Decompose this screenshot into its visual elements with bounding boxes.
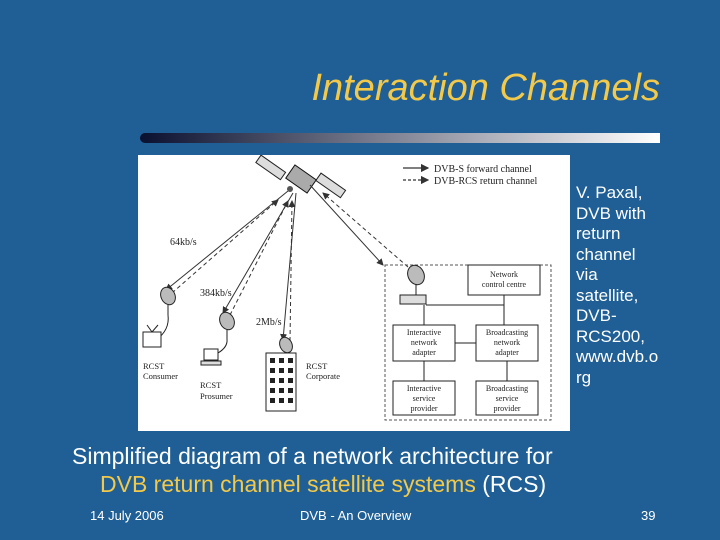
rate-label-2m: 2Mb/s: [256, 317, 282, 328]
svg-text:Broadcasting: Broadcasting: [486, 328, 528, 337]
svg-text:provider: provider: [493, 404, 520, 413]
svg-text:Broadcasting: Broadcasting: [486, 384, 528, 393]
box-interactive-network-adapter: [392, 324, 456, 362]
svg-text:Interactive: Interactive: [407, 384, 442, 393]
body-line-2-suffix: (RCS): [475, 471, 547, 497]
hub-dish-icon: [399, 264, 427, 305]
body-line-1: Simplified diagram of a network architec…: [72, 443, 553, 469]
svg-text:adapter: adapter: [412, 348, 436, 357]
tv-icon: [142, 324, 162, 348]
footer-title: DVB - An Overview: [300, 508, 412, 523]
rate-label-64: 64kb/s: [170, 237, 197, 248]
corporate-label-2: Corporate: [306, 371, 340, 381]
legend-return: DVB-RCS return channel: [434, 176, 538, 187]
footer-page-number: 39: [641, 508, 656, 523]
forward-links: [165, 184, 384, 341]
prosumer-label-2: Prosumer: [200, 391, 233, 401]
body-accent-text: DVB return channel satellite systems: [100, 471, 476, 497]
satellite-icon: [255, 154, 347, 199]
svg-text:Network: Network: [490, 270, 518, 279]
consumer-label-1: RCST: [143, 361, 165, 371]
corporate-label-1: RCST: [306, 361, 328, 371]
network-diagram: DVB-S forward channel DVB-RCS return cha…: [138, 154, 570, 431]
return-links: [171, 192, 409, 342]
prosumer-dish-icon: [217, 311, 235, 354]
slide-title: Interaction Channels: [311, 67, 660, 109]
svg-text:adapter: adapter: [495, 348, 519, 357]
legend: DVB-S forward channel DVB-RCS return cha…: [403, 163, 538, 187]
legend-forward: DVB-S forward channel: [434, 164, 532, 175]
svg-text:Interactive: Interactive: [407, 328, 442, 337]
building-icon: [265, 336, 297, 412]
svg-text:provider: provider: [410, 404, 437, 413]
box-connectors: [423, 305, 508, 381]
svg-text:service: service: [413, 394, 436, 403]
rate-label-384: 384kb/s: [200, 288, 232, 299]
footer-date: 14 July 2006: [90, 508, 164, 523]
body-text: Simplified diagram of a network architec…: [72, 442, 702, 498]
consumer-label-2: Consumer: [143, 371, 178, 381]
computer-icon: [200, 348, 222, 366]
svg-text:control centre: control centre: [482, 280, 527, 289]
body-line-2: DVB return channel satellite systems (RC…: [72, 470, 702, 498]
svg-text:service: service: [496, 394, 519, 403]
box-broadcasting-network-adapter: [475, 324, 539, 362]
svg-text:network: network: [494, 338, 520, 347]
svg-text:network: network: [411, 338, 437, 347]
prosumer-label-1: RCST: [200, 380, 222, 390]
consumer-dish-icon: [155, 286, 176, 341]
figure-caption: V. Paxal, DVB with return channel via sa…: [576, 183, 659, 387]
title-rule: [140, 133, 660, 143]
